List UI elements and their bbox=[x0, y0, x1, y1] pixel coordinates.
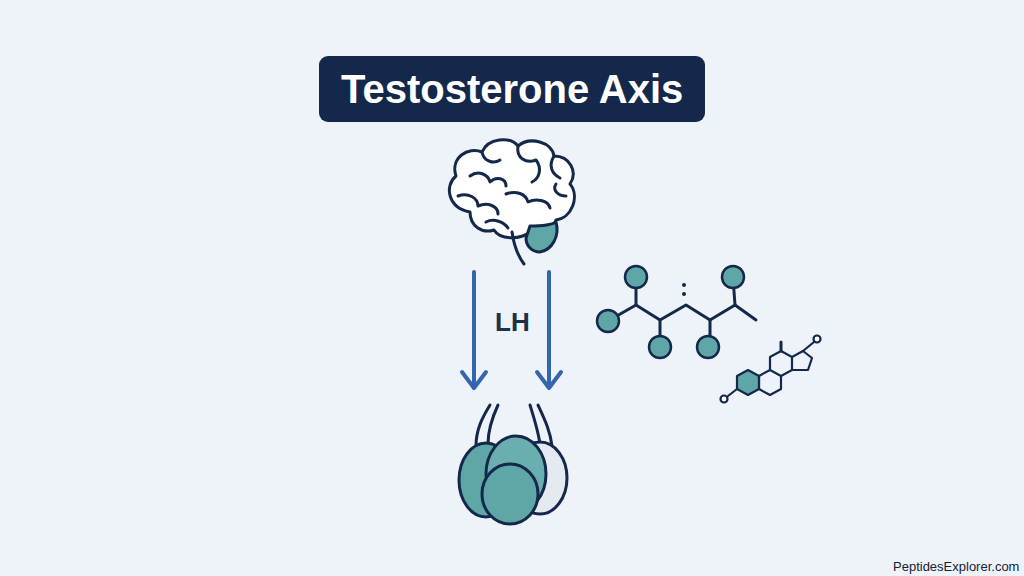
title-banner: Testosterone Axis bbox=[319, 56, 705, 122]
molecule-icon bbox=[597, 266, 756, 358]
lh-arrows bbox=[462, 272, 561, 388]
watermark: PeptidesExplorer.com bbox=[893, 559, 1019, 574]
brain-icon bbox=[449, 140, 574, 264]
steroid-icon bbox=[721, 336, 821, 403]
signal-label: LH bbox=[491, 307, 534, 338]
testes-icon bbox=[459, 405, 567, 524]
